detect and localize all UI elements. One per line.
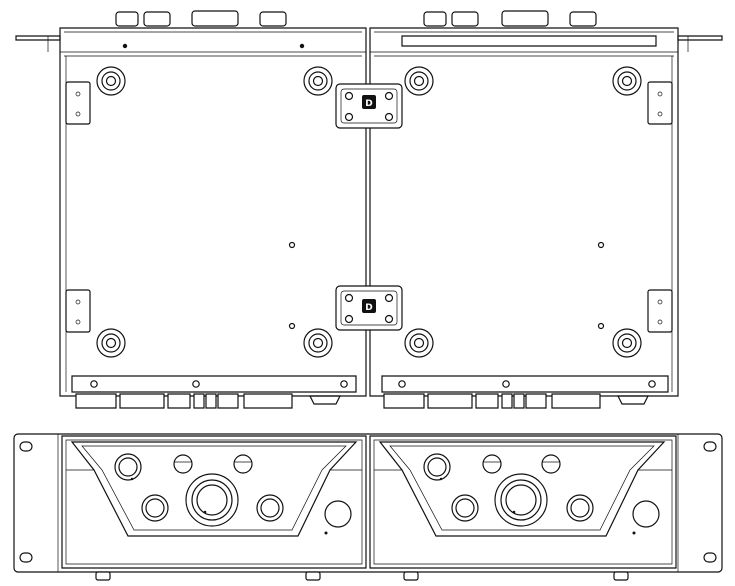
front-panel-left [66, 442, 362, 536]
rear-connector-strip [76, 394, 648, 408]
front-feet [96, 572, 628, 580]
top-connectors [116, 11, 596, 26]
connector-badge-label: D [365, 303, 372, 313]
rack-slot-icon [20, 553, 32, 562]
front-view [14, 434, 722, 580]
chassis-right [370, 28, 678, 396]
connector-plate-lower: D [336, 286, 402, 330]
rack-ear-right [678, 36, 722, 40]
rack-slot-icon [704, 553, 716, 562]
rack-panel [14, 434, 722, 572]
top-view: D D [16, 11, 722, 408]
rack-slot-icon [20, 442, 32, 451]
connector-plate-upper: D [336, 84, 402, 128]
rack-ear-left [16, 36, 60, 40]
front-panel-right [374, 442, 672, 536]
rack-slot-icon [704, 442, 716, 451]
connector-badge-label: D [365, 99, 372, 109]
chassis-left [60, 28, 366, 396]
